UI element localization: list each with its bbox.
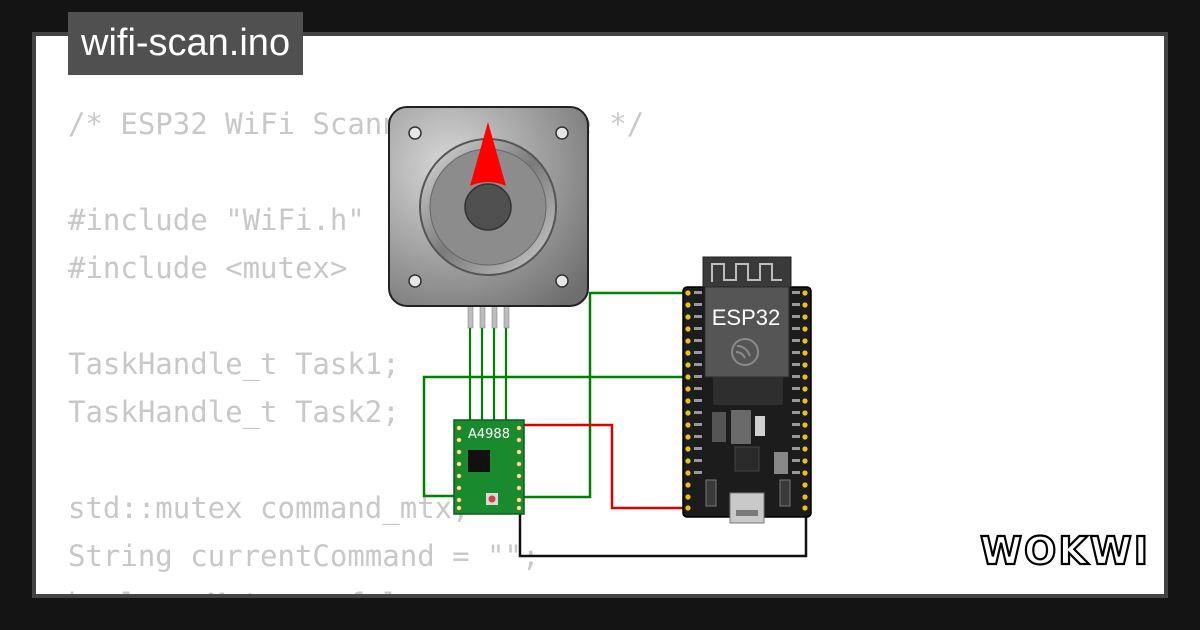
project-filename-tab[interactable]: wifi-scan.ino — [68, 12, 304, 75]
code-preview-panel: /* ESP32 WiFi Scanning example */#includ… — [36, 36, 1164, 594]
code-line: TaskHandle_t Task1; — [68, 347, 400, 381]
stepper-motor[interactable] — [388, 106, 589, 329]
wire-red[interactable] — [520, 423, 696, 510]
driver-label: A4988 — [468, 427, 510, 442]
wokwi-logo[interactable]: WOKWI — [975, 522, 1155, 582]
code-block: /* ESP32 WiFi Scanning example */#includ… — [68, 100, 644, 594]
motor-needle-icon — [470, 122, 506, 186]
a4988-driver[interactable]: A4988 — [453, 419, 525, 515]
wire-black[interactable] — [518, 508, 808, 558]
code-line: TaskHandle_t Task2; — [68, 395, 400, 429]
code-line: #include <mutex> — [68, 251, 348, 285]
code-line: bool newMutex = false; — [68, 580, 644, 594]
esp32-label: ESP32 — [712, 305, 781, 330]
wire-green[interactable] — [422, 375, 696, 498]
wokwi-logo-text: WOKWI — [980, 529, 1150, 573]
code-line: #include "WiFi.h" — [68, 203, 365, 237]
code-line: std::mutex command_mtx; — [68, 491, 470, 525]
esp32-board[interactable]: ESP32 — [682, 256, 812, 524]
espressif-logo-icon — [731, 338, 759, 366]
wire-green[interactable] — [520, 291, 696, 499]
